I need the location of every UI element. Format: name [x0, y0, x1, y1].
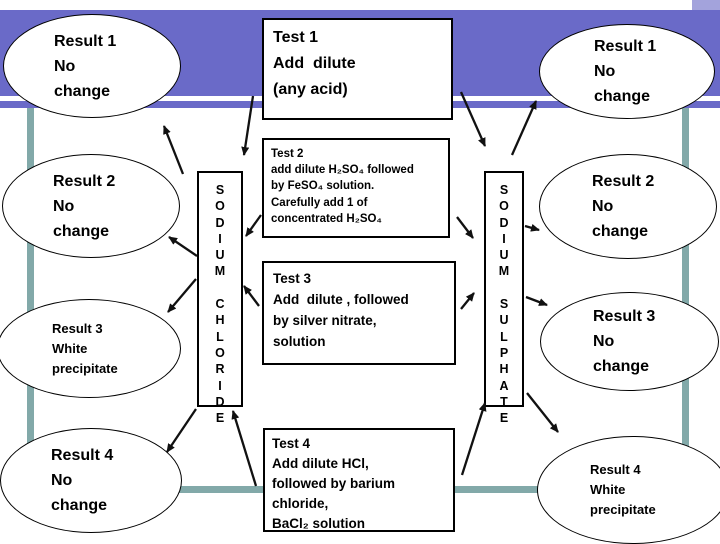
result-ellipse-left-2: Result 2 No change: [2, 154, 180, 258]
result-line: Result 2: [592, 173, 655, 190]
result-line: Result 2: [53, 172, 116, 190]
test-line: chloride,: [272, 496, 329, 511]
result-line: change: [54, 82, 111, 100]
result-line: precipitate: [590, 502, 656, 517]
strip-letter: T: [500, 394, 508, 409]
strip-letter: P: [499, 345, 509, 360]
strip-letter: [199, 280, 241, 296]
result-line: change: [53, 222, 110, 240]
strip-letter: H: [499, 362, 509, 377]
result-line: White: [590, 482, 626, 497]
strip-letter: O: [499, 199, 509, 214]
strip-letter: S: [215, 183, 225, 197]
sodium-chloride-strip: S O D I U M C H L O R I D E: [197, 171, 243, 425]
result-line: precipitate: [52, 360, 118, 376]
test-line: add dilute H₂SO₄ followed: [271, 164, 414, 177]
strip-letter: A: [499, 378, 509, 393]
test-line: Test 2: [271, 148, 304, 160]
test-1-box: Test 1 Add dilute (any acid): [262, 18, 453, 120]
strip-letter: U: [215, 248, 225, 263]
result-line: No: [51, 472, 73, 489]
test-2-box: Test 2 add dilute H₂SO₄ followed by FeSO…: [262, 138, 450, 238]
result-ellipse-right-3: Result 3 No change: [540, 292, 719, 391]
result-line: Result 1: [54, 32, 117, 50]
strip-letter: S: [499, 297, 509, 312]
test-line: solution: [273, 334, 326, 349]
strip-letter: R: [215, 362, 225, 377]
result-line: change: [592, 223, 649, 240]
test-4-box: Test 4 Add dilute HCl, followed by bariu…: [263, 428, 455, 532]
test-line: Add dilute: [273, 55, 356, 72]
test-line: followed by barium: [272, 476, 396, 491]
result-line: change: [51, 497, 108, 514]
result-ellipse-left-4: Result 4 No change: [0, 428, 182, 533]
strip-letter: U: [499, 313, 509, 328]
result-line: No: [592, 198, 614, 215]
strip-letter: I: [218, 378, 222, 393]
test-line: Test 1: [273, 29, 319, 46]
strip-letter: S: [499, 183, 509, 197]
result-line: White: [52, 340, 88, 356]
result-line: No: [594, 63, 616, 80]
strip-letter: E: [499, 411, 509, 426]
sodium-sulphate-strip: S O D I U M S U L P H A T E: [484, 171, 524, 425]
strip-letter: [486, 280, 522, 296]
result-line: change: [594, 88, 651, 105]
test-line: concentrated H₂SO₄: [271, 212, 382, 225]
result-line: change: [593, 358, 650, 375]
test-line: by silver nitrate,: [273, 313, 377, 328]
test-line: Add dilute , followed: [273, 292, 409, 307]
result-ellipse-right-4: Result 4 White precipitate: [537, 436, 720, 544]
strip-letter: I: [502, 231, 506, 246]
test-line: Test 3: [273, 271, 312, 286]
result-line: No: [53, 197, 75, 215]
result-ellipse-left-3: Result 3 White precipitate: [0, 299, 181, 398]
test-line: Carefully add 1 of: [271, 196, 368, 209]
banner-corner-accent: [692, 0, 720, 13]
result-line: Result 3: [593, 308, 656, 325]
result-ellipse-right-2: Result 2 No change: [539, 154, 717, 259]
strip-letter: I: [218, 231, 222, 246]
test-line: (any acid): [273, 81, 348, 98]
strip-letter: O: [215, 345, 225, 360]
test-line: Add dilute HCl,: [272, 456, 369, 471]
result-line: No: [54, 57, 76, 75]
result-line: Result 4: [590, 462, 641, 477]
test-line: Test 4: [272, 436, 311, 451]
strip-letter: D: [215, 215, 225, 230]
test-3-box: Test 3 Add dilute , followed by silver n…: [262, 261, 456, 365]
strip-letter: M: [214, 264, 226, 279]
result-ellipse-right-1: Result 1 No change: [539, 24, 715, 119]
strip-letter: D: [499, 215, 509, 230]
strip-letter: L: [216, 329, 224, 344]
strip-letter: H: [215, 313, 225, 328]
result-line: Result 4: [51, 447, 114, 464]
strip-letter: M: [498, 264, 510, 279]
strip-letter: D: [215, 394, 225, 409]
result-line: Result 3: [52, 320, 103, 336]
strip-letter: E: [215, 411, 225, 426]
strip-letter: O: [215, 199, 225, 214]
result-ellipse-left-1: Result 1 No change: [3, 14, 181, 118]
result-line: No: [593, 333, 615, 350]
strip-letter: U: [499, 248, 509, 263]
strip-letter: L: [500, 329, 508, 344]
result-line: Result 1: [594, 38, 657, 55]
test-line: by FeSO₄ solution.: [271, 180, 375, 193]
strip-letter: C: [215, 297, 225, 312]
test-line: BaCl₂ solution: [272, 516, 365, 531]
